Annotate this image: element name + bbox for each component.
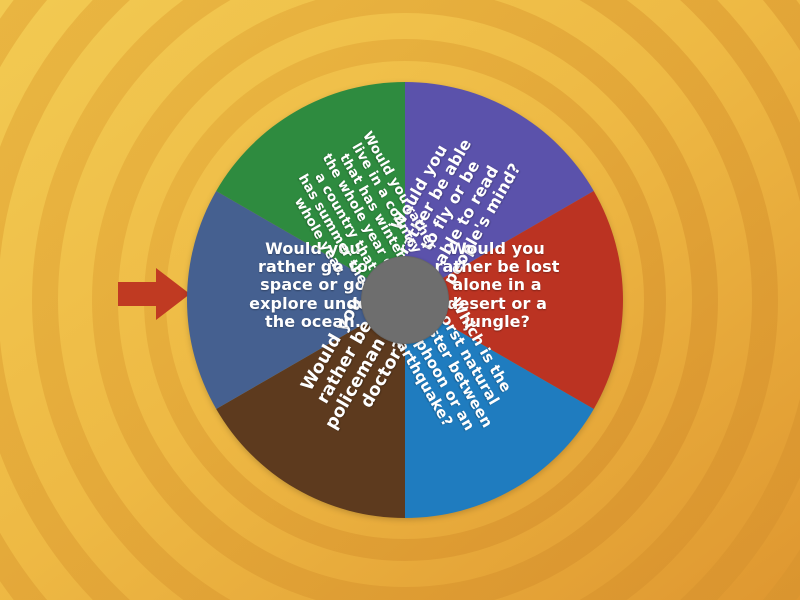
wheel-segments[interactable] [187,82,623,518]
wheel-segment[interactable] [216,82,405,300]
wheel-segment[interactable] [405,191,623,409]
wheel-segment[interactable] [187,191,405,409]
spinner-wheel[interactable]: Would you rather be able to fly or be ab… [187,82,623,518]
pointer-arrow-shape [118,268,190,320]
wheel-segment[interactable] [216,300,405,518]
wheel-segment[interactable] [405,300,594,518]
spin-pointer-icon [118,268,190,320]
wheel-segment[interactable] [405,82,594,300]
wheel-hub[interactable] [361,256,449,344]
